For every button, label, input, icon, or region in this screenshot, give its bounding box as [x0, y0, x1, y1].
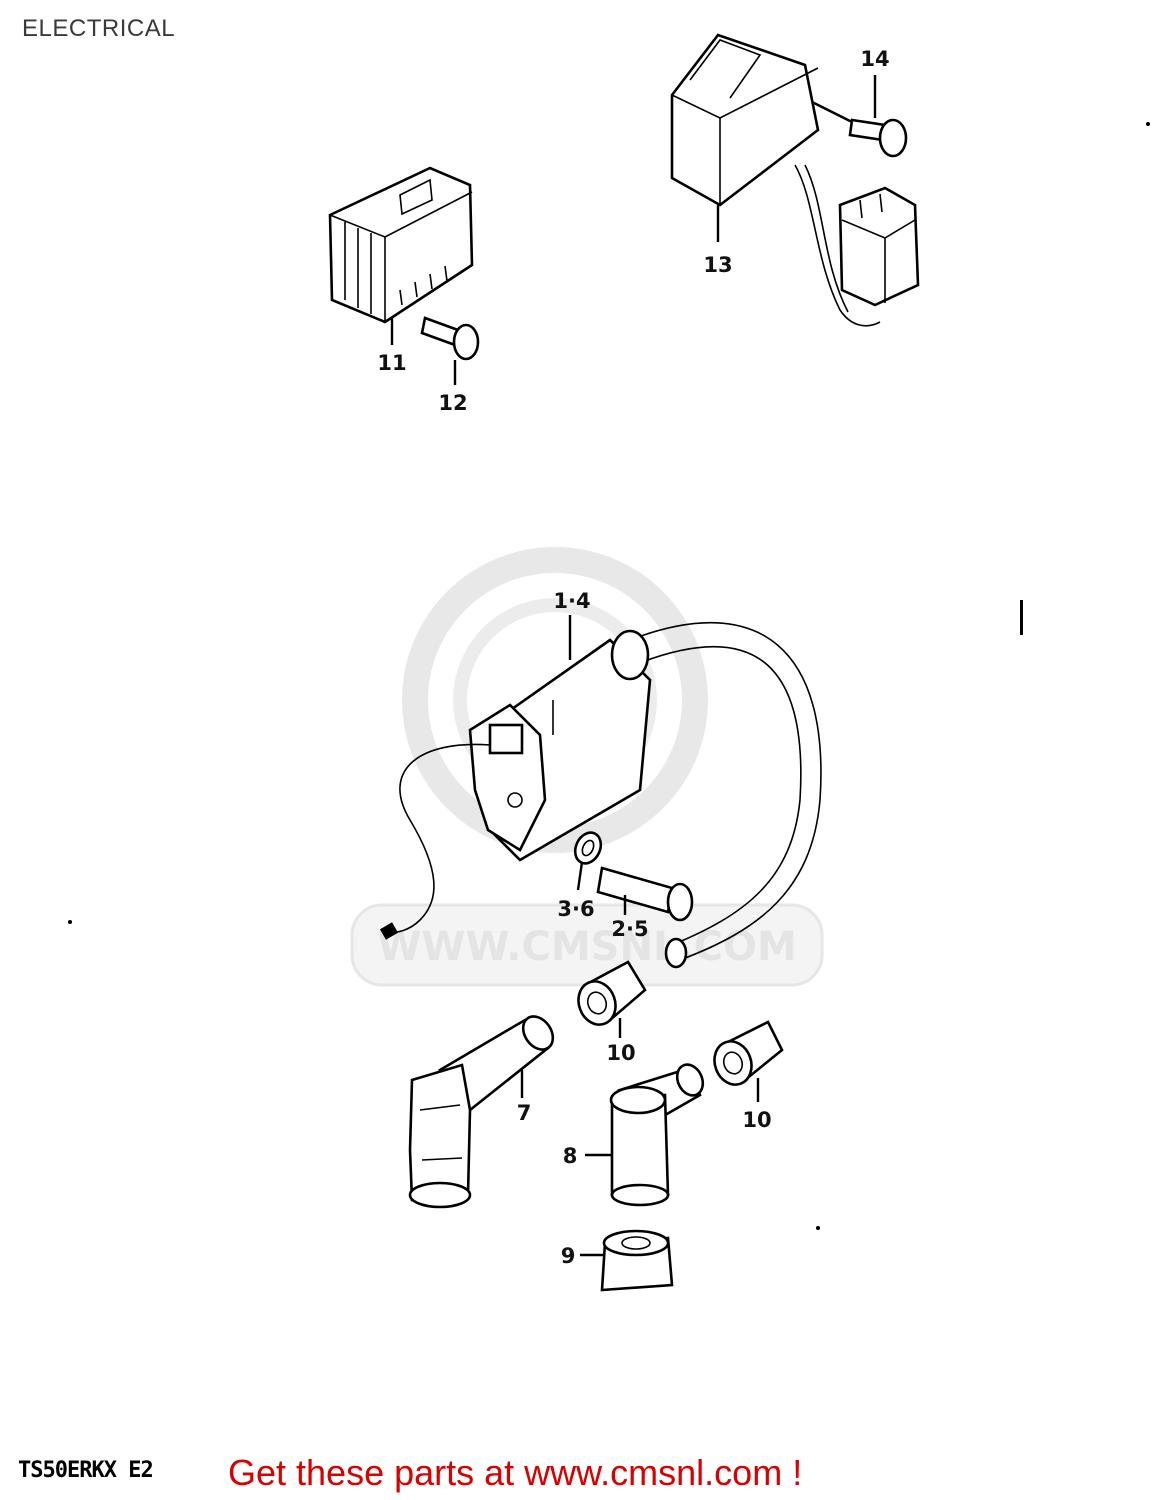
- part-8-plug-cap: [585, 1063, 705, 1207]
- part-7-plug-cap: [408, 1015, 555, 1209]
- part-11-regulator: [328, 166, 474, 345]
- callout-7: 7: [517, 1101, 532, 1125]
- part-13-cdi-unit: [670, 33, 920, 327]
- model-code: TS50ERKX E2: [18, 1458, 154, 1483]
- part-10-cap-lower: [713, 1020, 784, 1102]
- callout-11: 11: [377, 351, 406, 375]
- callout-10-lower: 10: [742, 1108, 771, 1132]
- scan-specks: [68, 122, 1150, 1230]
- part-12-screw: [420, 316, 480, 385]
- callout-13: 13: [703, 253, 732, 277]
- callout-9: 9: [561, 1244, 576, 1268]
- part-2-5-bolt: [596, 866, 694, 922]
- part-14-screw: [811, 75, 908, 158]
- callout-14: 14: [860, 47, 889, 71]
- callout-1-4: 1·4: [553, 589, 590, 613]
- page-title: ELECTRICAL: [22, 15, 176, 42]
- callout-10-upper: 10: [606, 1041, 635, 1065]
- watermark-text: WWW.CMSNL.COM: [377, 924, 797, 970]
- callout-12: 12: [438, 391, 467, 415]
- part-1-4-ignition-coil: [379, 615, 822, 969]
- callout-2-5: 2·5: [611, 917, 648, 941]
- part-10-cap-upper: [577, 960, 647, 1038]
- part-9-boot: [580, 1229, 674, 1292]
- callout-3-6: 3·6: [557, 897, 594, 921]
- footer-cta-link[interactable]: Get these parts at www.cmsnl.com !: [228, 1452, 803, 1493]
- part-3-6-washer: [573, 831, 603, 891]
- callout-8: 8: [563, 1144, 578, 1168]
